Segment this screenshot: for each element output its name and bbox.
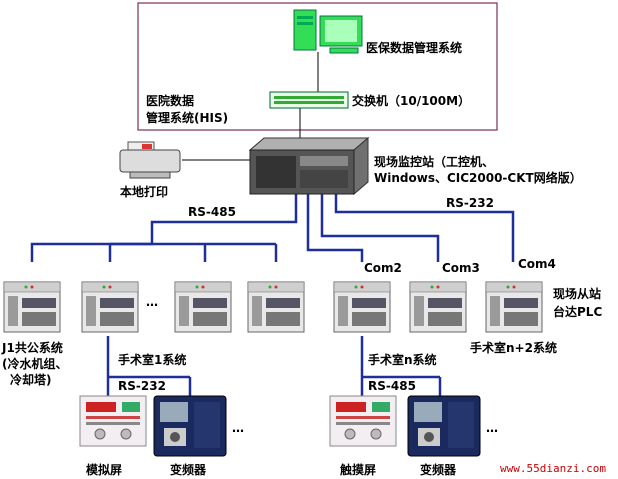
rs485-top-label: RS-485	[188, 205, 236, 219]
com2-label: Com2	[364, 261, 402, 275]
plc-row-ellipsis: …	[146, 295, 158, 309]
touch-screen-label: 触摸屏	[340, 462, 376, 477]
local-print-label: 本地打印	[120, 184, 168, 199]
his-label-line2: 管理系统(HIS)	[146, 110, 228, 125]
plc-room-b	[247, 281, 305, 333]
rs485-bottom-label: RS-485	[368, 379, 416, 393]
industrial-pc	[248, 136, 370, 196]
plc-roomn2	[485, 281, 543, 333]
plc-room-a	[174, 281, 232, 333]
room1-label: 手术室1系统	[118, 352, 186, 367]
inverter-right-label: 变频器	[420, 462, 457, 477]
com3-label: Com3	[442, 261, 480, 275]
j1-label-line2: (冷水机组、	[2, 356, 68, 371]
plc-roomn1	[409, 281, 467, 333]
inverter-left-device	[153, 395, 227, 457]
inverter-left-label: 变频器	[170, 462, 207, 477]
bus-lines	[30, 192, 515, 400]
touch-screen-device	[329, 395, 397, 447]
plc-j1	[3, 281, 61, 333]
his-label-line1: 医院数据	[146, 93, 194, 108]
switch-device	[269, 91, 349, 109]
roomn-label: 手术室n系统	[368, 352, 437, 367]
j1-label-line3: 冷却塔)	[10, 372, 52, 387]
rs232-top-label: RS-232	[446, 196, 494, 210]
plc-room1	[81, 281, 139, 333]
slave-label-line2: 台达PLC	[553, 304, 602, 319]
website-watermark: www.55dianzi.com	[500, 462, 606, 475]
rs232-bottom-label: RS-232	[118, 379, 166, 393]
com4-label: Com4	[518, 257, 556, 271]
j1-label-line1: J1共公系统	[1, 340, 63, 355]
plc-roomn	[333, 281, 391, 333]
simulation-screen-label: 模拟屏	[86, 462, 122, 477]
slave-label-line1: 现场从站	[553, 286, 601, 301]
bottom-left-ellipsis: …	[232, 421, 244, 435]
management-frame	[137, 2, 498, 131]
station-label-line2: Windows、CIC2000-CKT网络版）	[374, 170, 582, 185]
switch-label: 交换机（10/100M）	[352, 93, 470, 108]
insurance-system-label: 医保数据管理系统	[366, 40, 462, 55]
printer-icon	[119, 141, 181, 179]
inverter-right-device	[407, 395, 481, 457]
connection-lines	[182, 52, 319, 161]
simulation-screen-device	[79, 395, 147, 447]
bottom-right-ellipsis: …	[486, 421, 498, 435]
roomn2-label: 手术室n+2系统	[470, 340, 557, 355]
insurance-computer	[293, 9, 363, 54]
station-label-line1: 现场监控站（工控机、	[374, 154, 494, 169]
